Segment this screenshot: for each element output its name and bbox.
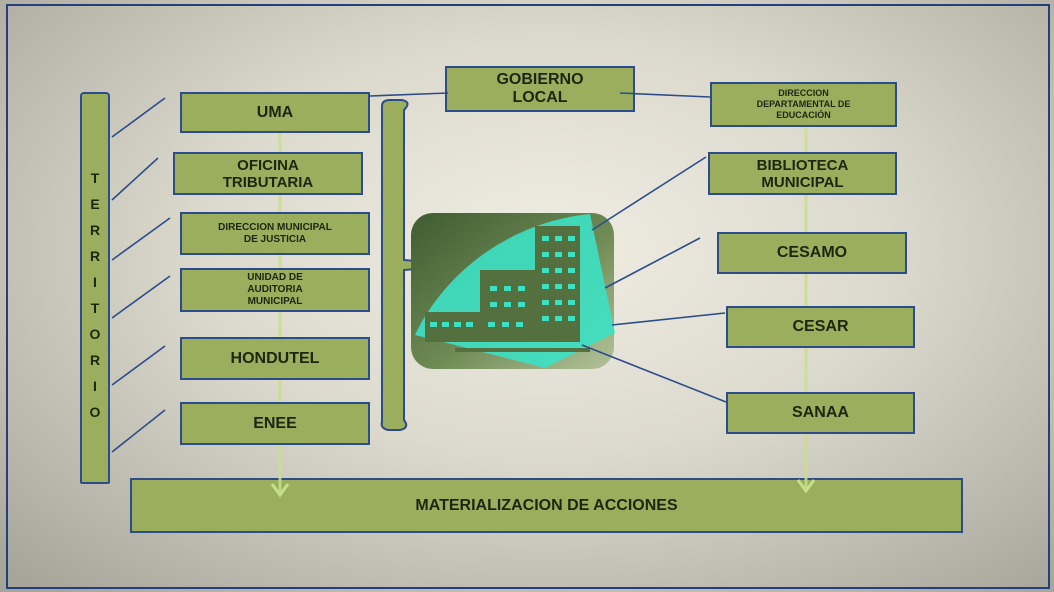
building-window bbox=[518, 286, 525, 291]
building-window bbox=[568, 236, 575, 241]
building-window bbox=[568, 252, 575, 257]
building-windows bbox=[430, 236, 575, 327]
building-window bbox=[555, 300, 562, 305]
building-window bbox=[542, 236, 549, 241]
building-window bbox=[568, 284, 575, 289]
building-window bbox=[466, 322, 473, 327]
building-window bbox=[442, 322, 449, 327]
node-sanaa: SANAA bbox=[726, 392, 915, 434]
building-window bbox=[504, 302, 511, 307]
building-icon bbox=[410, 212, 615, 370]
node-cesamo: CESAMO bbox=[717, 232, 907, 274]
building-window bbox=[516, 322, 523, 327]
node-direccion-departamental-educacion: DIRECCION DEPARTAMENTAL DE EDUCACIÓN bbox=[710, 82, 897, 127]
building-icon-graphic bbox=[411, 213, 615, 369]
building-window bbox=[490, 286, 497, 291]
building-window bbox=[502, 322, 509, 327]
building-window bbox=[568, 316, 575, 321]
node-uma: UMA bbox=[180, 92, 370, 133]
building-window bbox=[542, 300, 549, 305]
building-window bbox=[488, 322, 495, 327]
building-window bbox=[555, 236, 562, 241]
node-materializacion-de-acciones: MATERIALIZACION DE ACCIONES bbox=[130, 478, 963, 533]
building-window bbox=[504, 286, 511, 291]
territory-bar: TERRITORIO bbox=[80, 92, 110, 484]
building-window bbox=[555, 268, 562, 273]
building-window bbox=[555, 316, 562, 321]
building-window bbox=[555, 284, 562, 289]
building-window bbox=[555, 252, 562, 257]
building-window bbox=[542, 268, 549, 273]
building-window bbox=[568, 300, 575, 305]
node-hondutel: HONDUTEL bbox=[180, 337, 370, 380]
node-unidad-auditoria-municipal: UNIDAD DE AUDITORIA MUNICIPAL bbox=[180, 268, 370, 312]
building-base-line bbox=[455, 348, 590, 352]
building-window bbox=[430, 322, 437, 327]
building-window bbox=[542, 252, 549, 257]
node-cesar: CESAR bbox=[726, 306, 915, 348]
building-window bbox=[490, 302, 497, 307]
slide-border bbox=[6, 4, 1050, 589]
node-oficina-tributaria: OFICINA TRIBUTARIA bbox=[173, 152, 363, 195]
building-window bbox=[568, 268, 575, 273]
node-direccion-municipal-justicia: DIRECCION MUNICIPAL DE JUSTICIA bbox=[180, 212, 370, 255]
building-window bbox=[542, 316, 549, 321]
node-biblioteca-municipal: BIBLIOTECA MUNICIPAL bbox=[708, 152, 897, 195]
node-gobierno-local: GOBIERNO LOCAL bbox=[445, 66, 635, 112]
building-window bbox=[454, 322, 461, 327]
node-enee: ENEE bbox=[180, 402, 370, 445]
building-window bbox=[542, 284, 549, 289]
territory-label: TERRITORIO bbox=[87, 170, 103, 430]
building-window bbox=[518, 302, 525, 307]
